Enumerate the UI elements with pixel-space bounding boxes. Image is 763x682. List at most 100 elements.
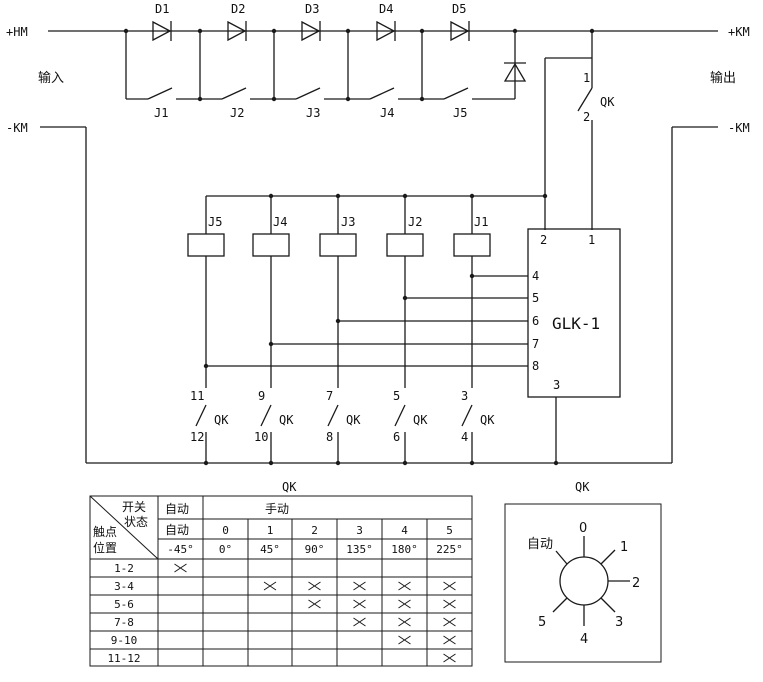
contact-label-5: J5 [453,106,467,120]
terminal-in-pos: +HM [6,25,28,39]
sw2-top: 9 [258,389,265,403]
table-auto-header: 自动 [165,502,189,516]
sw5-name: QK [480,413,495,427]
sw1-bottom: 12 [190,430,204,444]
table-angle-0: -45° [167,543,194,556]
sw3-bottom: 8 [326,430,333,444]
dial [504,503,662,663]
relay-label-j5: J5 [208,215,222,229]
main-switch-bottom: 2 [583,110,590,124]
table-mark-5-6-5 [398,599,411,609]
terminal-in-neg: -KM [6,121,28,135]
table-auto-sub: 自动 [165,523,189,537]
diode-d3 [301,20,321,42]
table-manual-header: 手动 [265,502,289,516]
table-mark-3-4-6 [443,581,456,591]
dial-title: QK [575,480,590,494]
selector-switches [195,404,475,466]
table-mark-5-6-6 [443,599,456,609]
table-mark-5-6-4 [353,599,366,609]
table-mark-7-8-5 [398,617,411,627]
controller-pin-3: 3 [553,378,560,392]
table-contact-9-10: 9-10 [111,634,138,647]
bypass-diode [503,62,527,82]
terminal-out-neg: -KM [728,121,750,135]
contact-rail [125,31,516,100]
table-mark-3-4-3 [308,581,321,591]
diode-chain [152,20,470,42]
table-contact-1-2: 1-2 [114,562,134,575]
controller-pin-5: 5 [532,291,539,305]
dial-label-0: 0 [579,521,587,536]
terminal-out-pos: +KM [728,25,750,39]
table-contact-7-8: 7-8 [114,616,134,629]
relay-bus [205,193,548,234]
table-corner-bottom: 触点 [93,525,117,539]
dial-label-2: 2 [632,576,640,591]
table-angle-4: 135° [346,543,373,556]
sw4-bottom: 6 [393,430,400,444]
table-mark-11-12-6 [443,653,456,663]
table-mark-1-2-0 [174,563,187,573]
table-position-0: 0 [222,524,229,537]
table-position-1: 1 [267,524,274,537]
dial-label-auto: 自动 [527,537,553,552]
main-switch-name: QK [600,95,615,109]
diode-label-5: D5 [452,2,466,16]
table-corner-top: 开关 [122,500,146,514]
relay-label-j3: J3 [341,215,355,229]
diode-d1 [152,20,172,42]
table-angle-3: 90° [305,543,325,556]
table-mark-9-10-6 [443,635,456,645]
relay-label-j1: J1 [474,215,488,229]
dial-label-5: 5 [538,615,546,630]
label-input: 输入 [38,70,64,86]
main-switch [544,31,593,230]
relay-label-j2: J2 [408,215,422,229]
contact-label-1: J1 [154,106,168,120]
sw4-name: QK [413,413,428,427]
sw1-top: 11 [190,389,204,403]
table-title: QK [282,480,297,494]
table-mark-3-4-2 [263,581,277,591]
sw1-name: QK [214,413,229,427]
sw3-name: QK [346,413,361,427]
sw2-name: QK [279,413,294,427]
table-angle-6: 225° [436,543,463,556]
table-mark-7-8-4 [353,617,366,627]
table-position-3: 3 [356,524,363,537]
main-switch-top: 1 [583,71,590,85]
controller-pin-8: 8 [532,359,539,373]
sw2-bottom: 10 [254,430,268,444]
table-mark-9-10-5 [398,635,411,645]
diode-label-4: D4 [379,2,393,16]
controller-pin-1: 1 [588,233,595,247]
sw4-top: 5 [393,389,400,403]
controller-pin-4: 4 [532,269,539,283]
diode-d5 [450,20,470,42]
label-output: 输出 [710,70,736,86]
table-corner-top2: 状态 [124,515,148,529]
diode-label-3: D3 [305,2,319,16]
negative-bus [40,126,718,464]
junction-dots-top [123,28,595,102]
table-mark-7-8-6 [443,617,456,627]
table-contact-11-12: 11-12 [107,652,140,665]
contact-label-3: J3 [306,106,320,120]
table-contact-3-4: 3-4 [114,580,134,593]
controller-pin-7: 7 [532,337,539,351]
diode-label-1: D1 [155,2,169,16]
controller-pin-2: 2 [540,233,547,247]
controller-name: GLK-1 [552,314,600,333]
table-position-4: 4 [401,524,408,537]
table-angle-2: 45° [260,543,280,556]
contact-label-4: J4 [380,106,394,120]
sw5-bottom: 4 [461,430,468,444]
coil-wiring [203,256,528,388]
diode-label-2: D2 [231,2,245,16]
table-position-5: 5 [446,524,453,537]
sw5-top: 3 [461,389,468,403]
relay-coils [187,233,491,257]
